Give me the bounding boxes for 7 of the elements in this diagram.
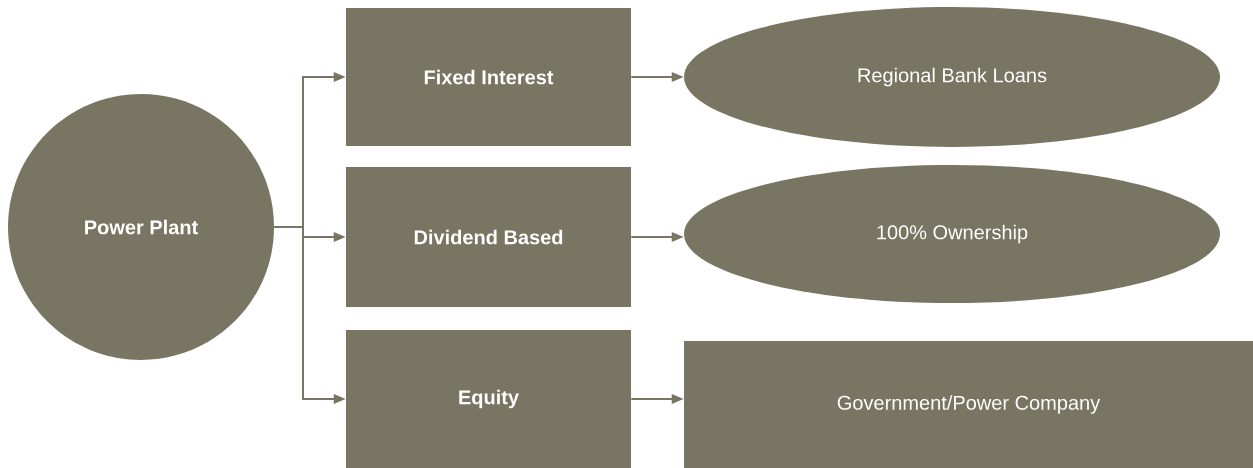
ellipse-node: Regional Bank Loans	[684, 7, 1220, 147]
circle-node: Power Plant	[8, 94, 274, 360]
result-box: Government/Power Company	[684, 341, 1253, 468]
process-box: Fixed Interest	[346, 8, 631, 146]
ellipse-node: 100% Ownership	[684, 165, 1220, 303]
process-box: Dividend Based	[346, 167, 631, 307]
process-box: Equity	[346, 330, 631, 468]
